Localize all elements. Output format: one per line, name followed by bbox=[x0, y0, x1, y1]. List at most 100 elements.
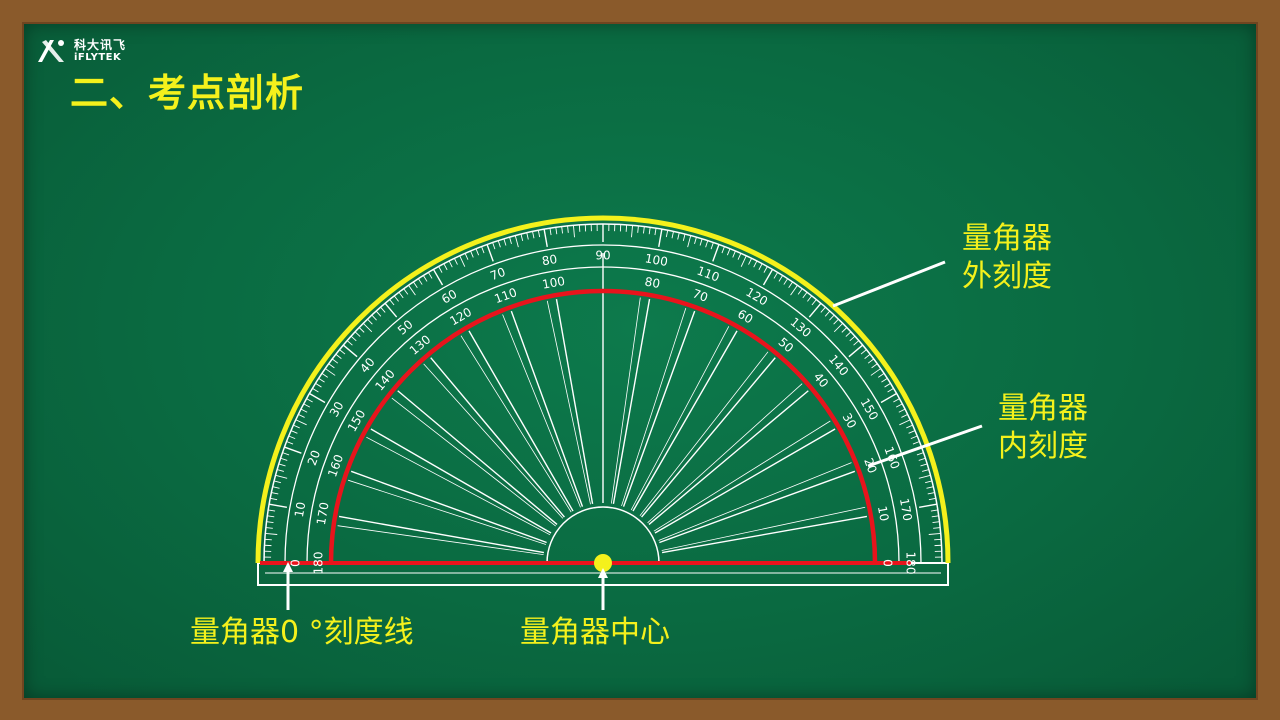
scale-tick bbox=[350, 335, 357, 342]
scale-tick bbox=[671, 231, 674, 239]
scale-tick bbox=[906, 424, 913, 429]
center-label: 量角器中心 bbox=[520, 615, 670, 650]
center-semicircle bbox=[546, 506, 660, 564]
scale-tick bbox=[481, 246, 485, 254]
scale-tick bbox=[284, 446, 302, 454]
scale-tick bbox=[870, 368, 881, 376]
radial-line-thin bbox=[423, 363, 564, 519]
scale-tick bbox=[503, 238, 507, 246]
scale-tick bbox=[737, 253, 742, 260]
scale-tick bbox=[887, 388, 894, 393]
radial-line bbox=[659, 470, 856, 544]
scale-tick bbox=[699, 238, 703, 246]
scale-tick bbox=[448, 260, 453, 268]
radial-line bbox=[622, 310, 696, 507]
scale-tick bbox=[555, 227, 558, 235]
scale-tick bbox=[682, 233, 686, 241]
scale-tick bbox=[280, 457, 288, 461]
scale-tick bbox=[665, 230, 669, 238]
scale-tick bbox=[631, 225, 633, 238]
inner-scale-number: 50 bbox=[776, 335, 797, 356]
scale-tick bbox=[901, 413, 908, 418]
scale-tick bbox=[290, 430, 298, 434]
scale-tick bbox=[520, 233, 524, 241]
brand-name-en: iFLYTEK bbox=[74, 52, 122, 63]
scale-tick bbox=[712, 244, 720, 262]
scale-tick bbox=[654, 228, 657, 236]
outer-scale-number: 20 bbox=[305, 448, 323, 467]
outer-scale-number: 90 bbox=[595, 249, 610, 263]
scale-tick bbox=[567, 225, 569, 233]
scale-tick bbox=[808, 302, 822, 318]
scale-tick bbox=[413, 281, 418, 289]
radial-line-thin bbox=[391, 397, 556, 527]
outer-scale-number: 10 bbox=[292, 501, 308, 518]
radial-line bbox=[430, 357, 565, 518]
scale-tick bbox=[926, 486, 934, 489]
radial-line-thin bbox=[347, 479, 547, 545]
scale-tick bbox=[802, 291, 808, 299]
scale-tick bbox=[403, 288, 409, 295]
inner-scale-number: 30 bbox=[840, 411, 860, 431]
scale-tick bbox=[443, 263, 448, 271]
scale-tick bbox=[648, 227, 651, 235]
outer-scale-number: 140 bbox=[826, 352, 851, 379]
scale-tick bbox=[543, 229, 548, 247]
scale-tick bbox=[492, 242, 496, 250]
radial-line bbox=[350, 470, 547, 544]
scale-tick bbox=[497, 240, 501, 248]
scale-tick bbox=[293, 424, 300, 429]
radial-line-thin bbox=[647, 383, 803, 524]
radial-line-thin bbox=[639, 351, 769, 516]
scale-tick bbox=[732, 250, 736, 258]
radial-line bbox=[510, 310, 584, 507]
scale-tick bbox=[778, 275, 784, 282]
scale-tick bbox=[918, 474, 931, 479]
scale-tick bbox=[331, 358, 339, 364]
center-point bbox=[594, 554, 612, 572]
inner-scale-number: 10 bbox=[875, 505, 891, 522]
scale-tick bbox=[797, 288, 803, 295]
radial-line bbox=[370, 428, 552, 534]
scale-tick bbox=[677, 232, 680, 240]
radial-line-thin bbox=[621, 307, 687, 507]
scale-tick bbox=[853, 340, 860, 346]
scale-tick bbox=[848, 344, 864, 358]
scale-tick bbox=[398, 291, 404, 299]
scale-tick bbox=[783, 278, 789, 285]
scale-tick bbox=[422, 275, 428, 282]
scale-tick bbox=[309, 392, 326, 404]
radial-line-thin bbox=[610, 297, 641, 504]
inner-scale-number: 110 bbox=[493, 285, 519, 306]
label-pointers bbox=[283, 260, 983, 610]
scale-tick bbox=[748, 258, 753, 265]
scale-tick bbox=[643, 226, 645, 234]
radial-line bbox=[612, 298, 651, 505]
outer-scale-label-line1: 量角器 bbox=[962, 221, 1052, 256]
scale-tick bbox=[637, 225, 639, 233]
scale-tick bbox=[362, 322, 373, 333]
scale-tick bbox=[763, 266, 768, 273]
scale-tick bbox=[880, 392, 897, 404]
scale-tick bbox=[931, 515, 939, 518]
scale-tick bbox=[833, 318, 839, 325]
scale-tick bbox=[306, 398, 313, 403]
scale-tick bbox=[893, 398, 900, 403]
page-title: 二、考点剖析 bbox=[70, 71, 305, 115]
scale-tick bbox=[371, 314, 377, 321]
radial-line-thin bbox=[658, 462, 852, 541]
outer-scale-label: 量角器 外刻度 bbox=[962, 220, 1052, 296]
scale-tick bbox=[417, 278, 423, 285]
scale-tick bbox=[475, 248, 480, 256]
inner-scale-label-line1: 量角器 bbox=[998, 391, 1088, 426]
radial-line-thin bbox=[630, 326, 730, 511]
radial-line-thin bbox=[366, 436, 551, 536]
outer-scale-number: 80 bbox=[541, 252, 558, 268]
scale-tick bbox=[829, 314, 835, 321]
scale-tick bbox=[864, 353, 871, 359]
outer-scale-number: 170 bbox=[897, 497, 915, 522]
scale-tick bbox=[849, 335, 856, 342]
inner-scale-number: 60 bbox=[735, 307, 755, 327]
inner-scale-number: 170 bbox=[314, 501, 332, 526]
scale-tick bbox=[824, 310, 831, 317]
